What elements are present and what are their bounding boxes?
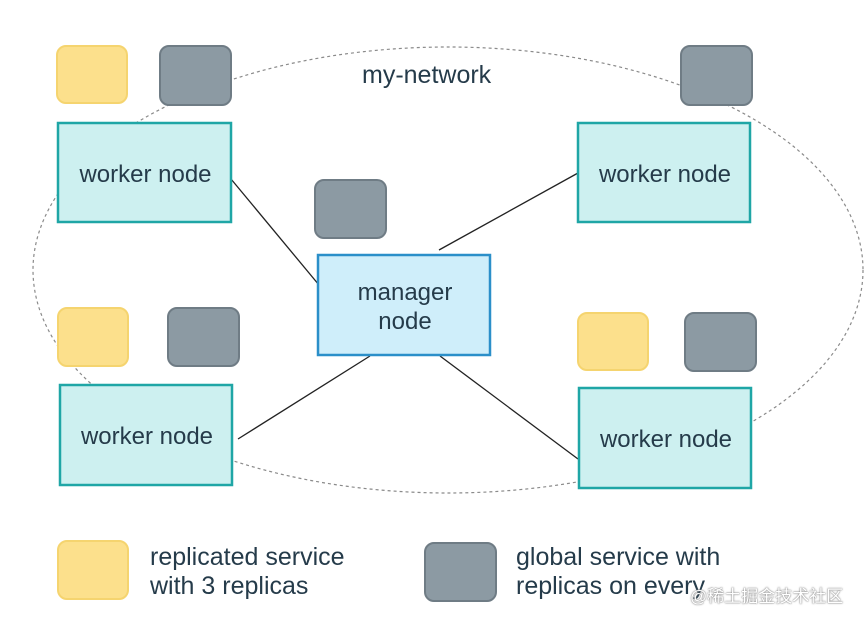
legend-replicated-line1: replicated service bbox=[150, 543, 345, 571]
connector-bottom-left bbox=[237, 355, 371, 440]
worker-node-label: worker node bbox=[80, 423, 214, 450]
connector-top-left bbox=[230, 178, 320, 286]
network-ellipse bbox=[32, 46, 864, 494]
legend-global-line1: global service with bbox=[516, 543, 721, 571]
replicated-task-bottom-left bbox=[57, 307, 129, 367]
worker-node-label: worker node bbox=[598, 161, 732, 188]
worker-node-label: worker node bbox=[79, 161, 212, 188]
legend-global-swatch bbox=[424, 542, 497, 602]
global-task-top-left bbox=[159, 45, 232, 106]
global-task-manager bbox=[314, 179, 387, 239]
legend-replicated-line2: with 3 replicas bbox=[150, 572, 309, 600]
legend-replicated-swatch bbox=[57, 540, 129, 600]
network-label: my-network bbox=[362, 61, 492, 89]
manager-node-label: manager node bbox=[318, 278, 492, 336]
legend-global-text: global service with replicas on every bbox=[516, 543, 720, 601]
connector-bottom-right bbox=[439, 355, 579, 460]
manager-label-line2: node bbox=[378, 308, 432, 335]
global-task-bottom-right bbox=[684, 312, 757, 372]
global-task-bottom-left bbox=[167, 307, 240, 367]
replicated-task-bottom-right bbox=[577, 312, 649, 371]
worker-node-bottom-left bbox=[58, 383, 234, 487]
watermark: @稀土掘金技术社区 bbox=[690, 587, 844, 606]
legend-global-line2: replicas on every bbox=[516, 572, 705, 600]
worker-node-top-left bbox=[56, 121, 233, 224]
worker-node-bottom-right bbox=[577, 386, 753, 490]
manager-label-line1: manager bbox=[357, 279, 453, 306]
worker-node-top-right bbox=[576, 121, 752, 224]
legend-replicated-text: replicated service with 3 replicas bbox=[150, 543, 345, 601]
manager-node bbox=[316, 253, 492, 357]
worker-node-label: worker node bbox=[599, 426, 733, 453]
replicated-task-top-left bbox=[56, 45, 128, 104]
global-task-top-right bbox=[680, 45, 753, 106]
connector-top-right bbox=[438, 172, 579, 251]
